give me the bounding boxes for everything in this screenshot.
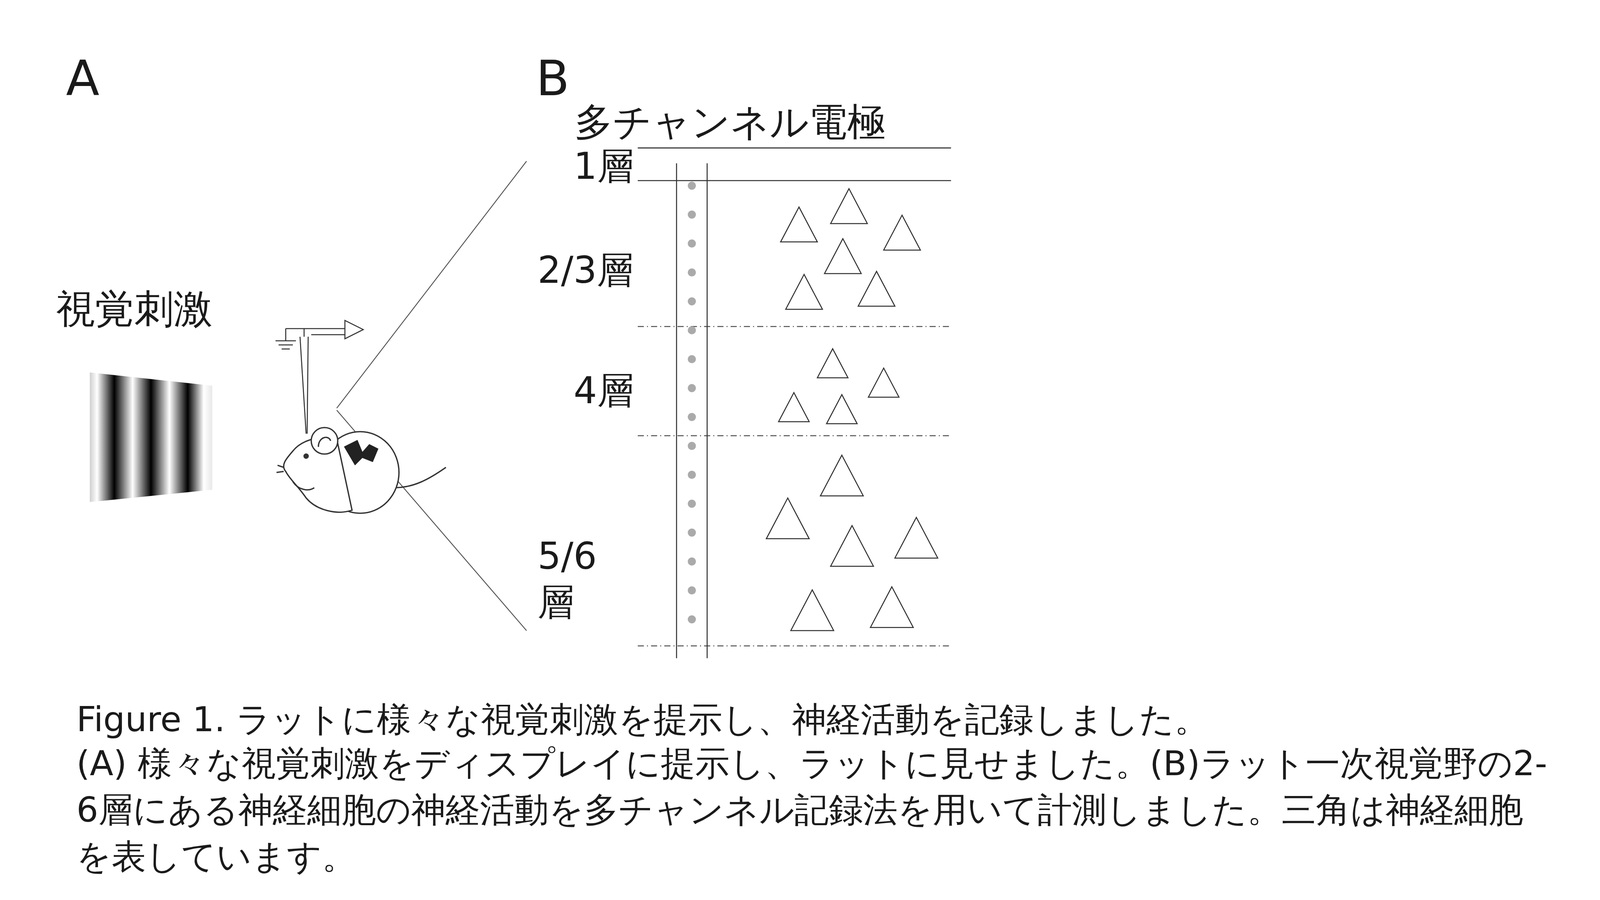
- figure-caption: Figure 1. ラットに様々な視覚刺激を提示し、神経活動を記録しました。: [76, 696, 1209, 743]
- recording-site: [687, 268, 696, 277]
- recording-site: [687, 586, 696, 595]
- neurons: [766, 188, 938, 631]
- stimulus-label: 視覚刺激: [56, 285, 213, 333]
- neuron-triangle: [766, 498, 810, 539]
- multichannel-probe: [676, 163, 708, 658]
- recording-site: [687, 384, 696, 392]
- zoom-line: [336, 161, 527, 408]
- layer-label: 4層: [573, 368, 634, 413]
- panel-letter: B: [536, 49, 570, 108]
- grating-stimulus: [89, 372, 212, 502]
- neuron-triangle: [817, 348, 848, 378]
- recording-site: [687, 615, 696, 624]
- neuron-triangle: [830, 525, 874, 567]
- electrode-label: 多チャンネル電極: [574, 99, 886, 146]
- recording-site: [687, 210, 696, 219]
- recording-site: [687, 326, 696, 334]
- recording-site: [687, 239, 696, 248]
- recording-site: [687, 355, 696, 364]
- recording-site: [687, 181, 696, 190]
- recording-site: [687, 470, 696, 479]
- neuron-triangle: [870, 586, 914, 628]
- neuron-triangle: [790, 590, 834, 631]
- recording-electrode: [275, 320, 364, 434]
- rat-illustration: [276, 427, 446, 514]
- neuron-triangle: [858, 271, 895, 306]
- layer-label: 5/6 層: [537, 533, 618, 626]
- panel-letter: A: [66, 49, 100, 108]
- neuron-triangle: [780, 207, 818, 242]
- recording-site: [687, 412, 696, 421]
- neuron-triangle: [778, 392, 810, 422]
- neuron-triangle: [824, 238, 862, 274]
- recording-site: [687, 557, 696, 566]
- recording-site: [687, 442, 696, 450]
- neuron-triangle: [883, 215, 921, 250]
- recording-site: [687, 499, 696, 508]
- neuron-triangle: [830, 188, 868, 224]
- layer-label: 1層: [573, 144, 634, 189]
- layer-boundaries: [637, 148, 951, 646]
- layer-label: 2/3層: [537, 248, 634, 293]
- neuron-triangle: [826, 394, 858, 424]
- recording-site: [687, 528, 696, 537]
- neuron-triangle: [894, 517, 938, 558]
- caption-body: (A) 様々な視覚刺激をディスプレイに提示し、ラットに見せました。(B)ラット一…: [76, 740, 1557, 881]
- neuron-triangle: [820, 455, 864, 496]
- recording-sites: [687, 181, 696, 624]
- neuron-triangle: [785, 274, 823, 310]
- recording-site: [687, 297, 696, 306]
- neuron-triangle: [868, 368, 900, 398]
